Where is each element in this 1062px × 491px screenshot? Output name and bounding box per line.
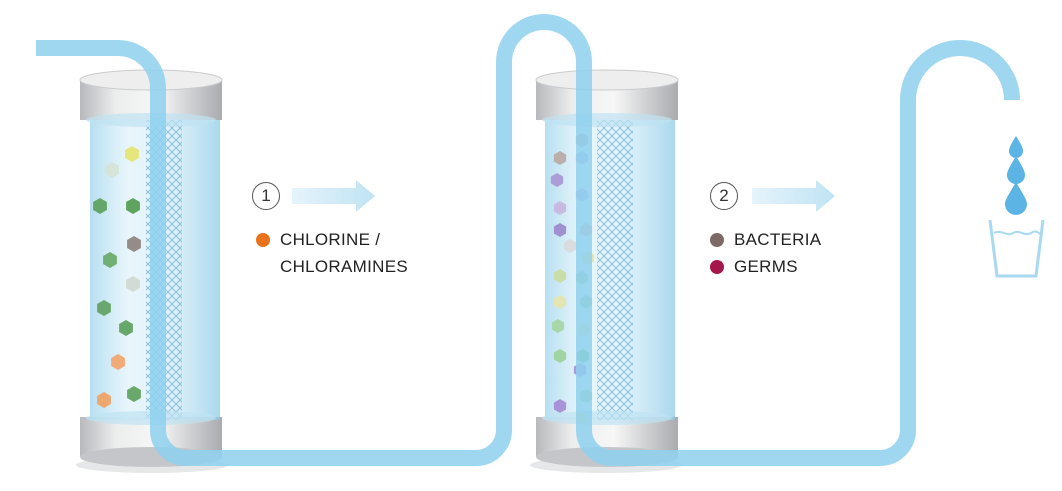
particle	[111, 354, 125, 370]
legend-label-continued: CHLORAMINES	[280, 257, 408, 276]
legend-item-germs: GERMS	[710, 253, 821, 280]
particle	[553, 201, 567, 215]
step-1: 1	[252, 182, 280, 210]
water-drop-icon	[1005, 136, 1027, 215]
step-number-badge: 2	[710, 182, 738, 210]
arrow-right-icon	[292, 180, 375, 212]
legend-label: GERMS	[734, 257, 798, 276]
particle	[563, 239, 577, 253]
particle	[551, 319, 565, 333]
chlorine-dot	[256, 232, 270, 247]
particle	[103, 252, 117, 268]
filter-cartridge-2	[530, 69, 682, 473]
legend-item-chlorine: CHLORINE /	[256, 226, 408, 253]
particle	[119, 320, 133, 336]
glass-icon	[988, 219, 1045, 278]
particle	[97, 300, 111, 316]
step-2: 2	[710, 182, 738, 210]
legend-item-bacteria: BACTERIA	[710, 226, 821, 253]
particle	[553, 349, 567, 363]
bacteria-dot	[710, 232, 724, 247]
particle	[553, 269, 567, 283]
particles-filter-1	[93, 146, 141, 408]
particle	[127, 386, 141, 402]
particle	[550, 173, 564, 187]
particle	[126, 276, 140, 292]
particle	[553, 223, 567, 237]
legend-step-2: BACTERIA GERMS	[710, 226, 821, 280]
germs-dot	[710, 259, 724, 274]
particle	[553, 295, 567, 309]
particle	[126, 198, 140, 214]
particle	[553, 399, 567, 413]
particle	[105, 162, 119, 178]
arrow-right-icon	[752, 180, 835, 212]
particle	[553, 151, 567, 165]
legend-label: BACTERIA	[734, 230, 822, 249]
particle	[93, 198, 107, 214]
particle	[97, 392, 111, 408]
legend-label: CHLORINE /	[280, 230, 381, 249]
legend-step-1: CHLORINE / CHLORAMINES	[256, 226, 408, 280]
particle	[127, 236, 141, 252]
water-pipe	[36, 14, 1020, 466]
particle	[125, 146, 139, 162]
step-number-badge: 1	[252, 182, 280, 210]
